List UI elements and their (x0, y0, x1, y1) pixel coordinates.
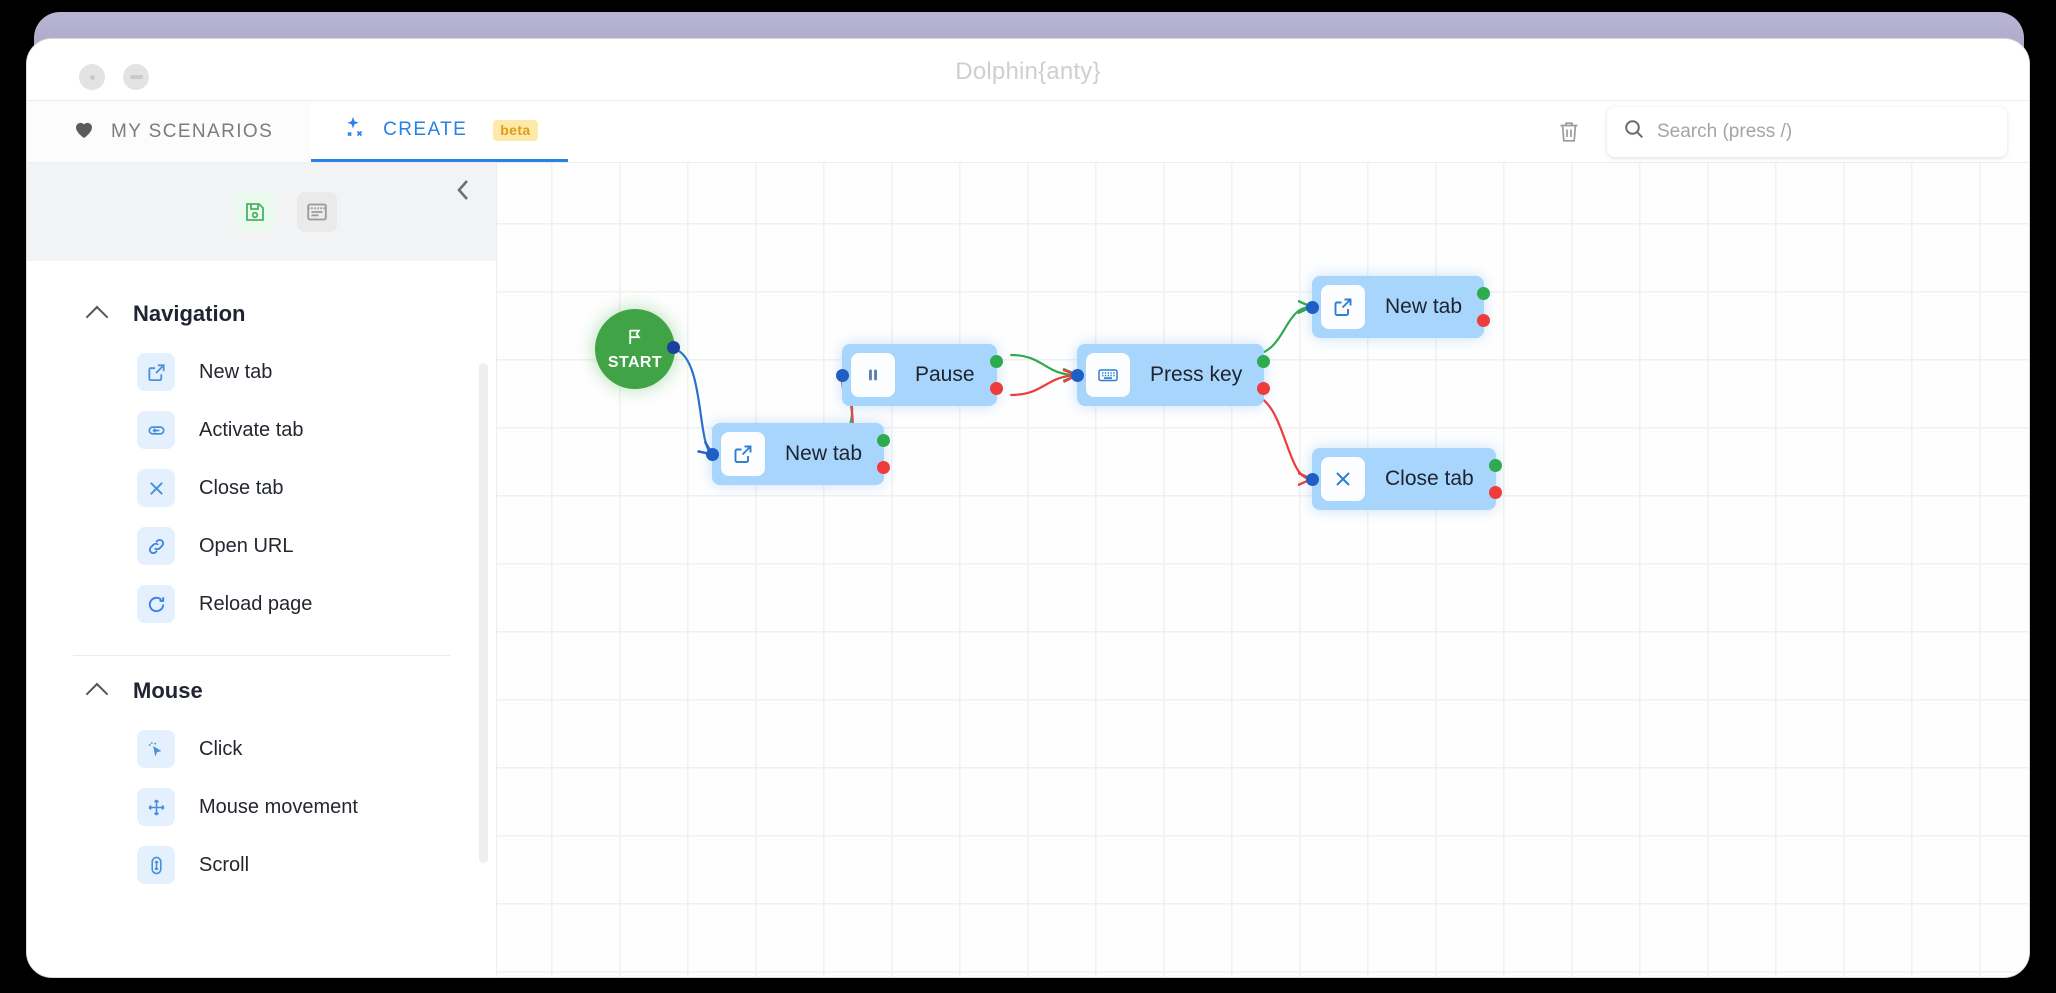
tab-bar: MY SCENARIOS CREATE beta (27, 101, 2029, 163)
keyboard-icon (1086, 353, 1130, 397)
action-item-open-url[interactable]: Open URL (27, 517, 496, 575)
reload-icon (137, 585, 175, 623)
port-in[interactable] (1306, 301, 1319, 314)
log-window-icon[interactable] (297, 192, 337, 232)
port-in[interactable] (706, 448, 719, 461)
search-icon (1623, 118, 1645, 145)
flow-node-pause[interactable]: Pause (836, 344, 1003, 406)
chevron-up-icon (85, 305, 109, 328)
flow-node-new-tab-1[interactable]: New tab (706, 423, 891, 485)
flow-node-close-tab[interactable]: Close tab (1306, 448, 1502, 510)
flow-edges (674, 163, 2029, 978)
flow-node-press-key[interactable]: Press key (1071, 344, 1271, 406)
scroll-icon (137, 846, 175, 884)
flow-node-new-tab-2[interactable]: New tab (1306, 276, 1491, 338)
action-item-mouse-movement[interactable]: Mouse movement (27, 778, 496, 836)
action-label: Close tab (199, 476, 284, 499)
group-divider (73, 655, 450, 656)
node-label: Press key (1150, 363, 1243, 386)
port-out[interactable] (667, 341, 680, 354)
port-out-success[interactable] (1477, 287, 1491, 300)
port-in[interactable] (1071, 369, 1084, 382)
search-box[interactable] (1607, 106, 2007, 157)
panel-header (27, 163, 496, 261)
mouse-click-icon (137, 730, 175, 768)
action-item-activate-tab[interactable]: Activate tab (27, 401, 496, 459)
start-label: START (607, 353, 663, 371)
node-label: Close tab (1385, 467, 1474, 490)
external-link-icon (721, 432, 765, 476)
window-minimize-button[interactable] (123, 64, 149, 90)
sidebar-scrollbar[interactable] (479, 363, 488, 863)
port-out-success[interactable] (877, 434, 891, 447)
tab-create[interactable]: CREATE beta (311, 101, 568, 162)
action-label: Scroll (199, 853, 250, 876)
port-out-error[interactable] (1257, 382, 1271, 395)
dot-icon (89, 74, 95, 80)
pause-icon (851, 353, 895, 397)
move-arrows-icon (137, 788, 175, 826)
beta-badge: beta (493, 119, 538, 141)
port-in[interactable] (836, 369, 849, 382)
main-body: Navigation New tab (27, 163, 2029, 978)
tab-label-create: CREATE (383, 119, 468, 140)
heart-icon (71, 117, 97, 146)
window-dot-button[interactable] (79, 64, 105, 90)
group-header-navigation[interactable]: Navigation (27, 279, 496, 343)
external-link-icon (1321, 285, 1365, 329)
action-label: Mouse movement (199, 795, 358, 818)
minimize-icon (129, 75, 143, 79)
action-item-scroll[interactable]: Scroll (27, 836, 496, 894)
port-out-success[interactable] (1257, 355, 1271, 368)
port-out-success[interactable] (1488, 459, 1502, 472)
trash-icon[interactable] (1553, 116, 1585, 148)
port-out-error[interactable] (989, 382, 1003, 395)
app-window: Dolphin{anty} MY SCENARIOS CREATE (26, 38, 2030, 978)
action-item-new-tab[interactable]: New tab (27, 343, 496, 401)
tab-label-my-scenarios: MY SCENARIOS (111, 120, 274, 142)
action-list[interactable]: Navigation New tab (27, 261, 496, 977)
action-label: Activate tab (199, 418, 304, 441)
flag-icon (625, 327, 645, 352)
chevron-up-icon (85, 682, 109, 705)
activate-tab-icon (137, 411, 175, 449)
port-in[interactable] (1306, 473, 1319, 486)
flow-node-start[interactable]: START (595, 309, 680, 389)
external-link-icon (137, 353, 175, 391)
group-header-mouse[interactable]: Mouse (27, 656, 496, 720)
save-disk-icon[interactable] (235, 192, 275, 232)
search-input[interactable] (1657, 120, 1991, 143)
action-label: Click (199, 737, 243, 760)
action-item-reload-page[interactable]: Reload page (27, 575, 496, 633)
action-label: New tab (199, 360, 273, 383)
node-label: Pause (915, 363, 975, 386)
group-title: Mouse (133, 678, 203, 703)
port-out-error[interactable] (1477, 314, 1491, 327)
close-x-icon (137, 469, 175, 507)
close-x-icon (1321, 457, 1365, 501)
tab-my-scenarios[interactable]: MY SCENARIOS (27, 101, 312, 162)
sparkle-icon (341, 115, 369, 146)
node-label: New tab (785, 442, 863, 465)
node-label: New tab (1385, 295, 1463, 318)
action-item-click[interactable]: Click (27, 720, 496, 778)
title-bar: Dolphin{anty} (27, 39, 2029, 101)
group-title: Navigation (133, 301, 246, 326)
action-label: Reload page (199, 592, 313, 615)
port-out-error[interactable] (1488, 486, 1502, 499)
chevron-left-icon[interactable] (448, 175, 478, 205)
app-title: Dolphin{anty} (955, 58, 1101, 85)
action-item-close-tab[interactable]: Close tab (27, 459, 496, 517)
action-label: Open URL (199, 534, 294, 557)
port-out-success[interactable] (989, 355, 1003, 368)
actions-sidebar: Navigation New tab (27, 163, 497, 977)
flow-canvas[interactable]: START New tab (497, 163, 2029, 978)
toolbar-right (1553, 101, 2029, 162)
port-out-error[interactable] (877, 461, 891, 474)
link-chain-icon (137, 527, 175, 565)
